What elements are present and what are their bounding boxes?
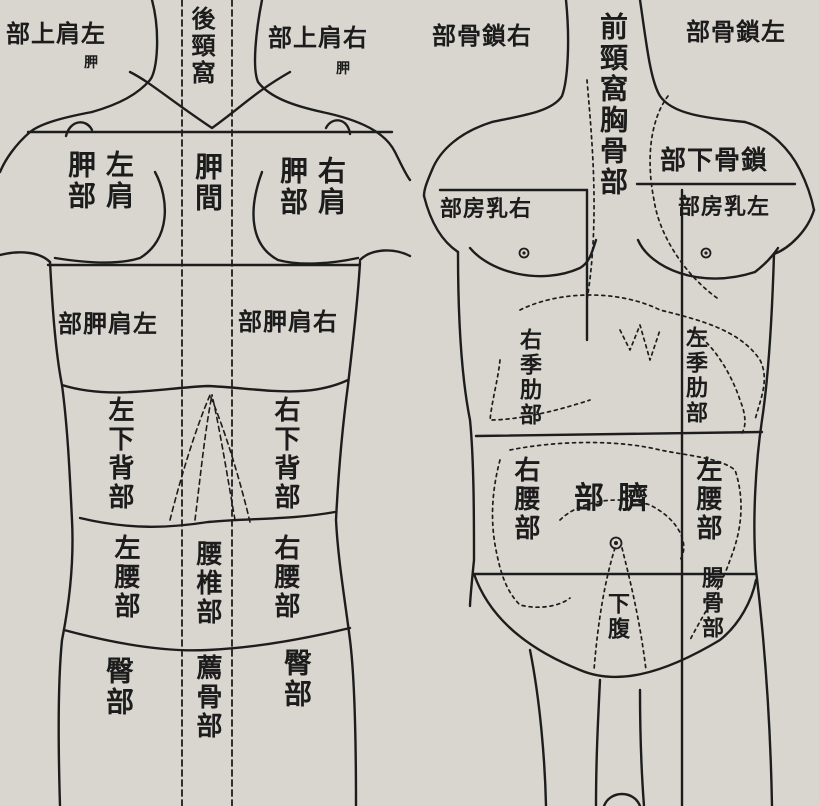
label-right-scapular-col1: 胛部	[276, 156, 309, 218]
label-right-hypochondriac: 右季肋部	[516, 328, 542, 428]
label-right-lower-back: 右下背部	[270, 396, 300, 512]
label-left-scapular-col1: 胛部	[64, 150, 97, 212]
label-left-subscapular: 部胛肩左	[58, 309, 158, 338]
label-left-lumbar-front: 左腰部	[692, 456, 722, 543]
label-right-scapular-col2: 右肩	[314, 156, 347, 218]
label-right-gluteal: 臀部	[280, 648, 313, 710]
label-left-clavicular: 部骨鎖左	[686, 17, 786, 46]
label-left-lumbar: 左腰部	[110, 534, 140, 621]
label-right-upper-shoulder: 部上肩右	[268, 23, 368, 52]
label-left-upper-shoulder-sub: 胛	[84, 55, 99, 71]
label-posterior-neck-fossa: 後頸窩	[187, 6, 216, 87]
navel-marker	[609, 536, 623, 550]
landmark-circles	[518, 247, 712, 550]
front-dotted-regions	[489, 79, 766, 671]
label-left-hypochondriac: 左季肋部	[682, 326, 708, 426]
label-left-scapular-col2: 左肩	[102, 150, 135, 212]
back-figure-outline	[0, 0, 412, 806]
label-infraclavicular: 部下骨鎖	[660, 146, 769, 176]
label-interscapular: 胛間	[191, 152, 224, 214]
label-right-upper-shoulder-sub: 胛	[336, 61, 351, 77]
right-nipple-marker	[518, 247, 530, 259]
label-right-mammary: 部房乳右	[440, 196, 533, 222]
label-right-subscapular: 部胛肩右	[238, 307, 338, 336]
label-left-gluteal: 臀部	[102, 656, 135, 718]
label-right-lumbar-front: 右腰部	[510, 456, 540, 543]
label-left-upper-shoulder: 部上肩左	[6, 19, 106, 48]
label-sacral: 薦骨部	[192, 654, 222, 741]
label-lumbar-vertebra: 腰椎部	[192, 540, 222, 627]
label-iliac: 腸骨部	[698, 566, 724, 641]
label-anterior-neck-sternal: 前頸窩胸骨部	[596, 12, 629, 198]
label-left-lower-back: 左下背部	[104, 396, 134, 512]
label-umbilical: 部臍	[574, 481, 662, 516]
front-figure-outline	[422, 0, 816, 806]
label-right-lumbar: 右腰部	[270, 534, 300, 621]
label-right-clavicular: 部骨鎖右	[432, 21, 532, 50]
label-hypogastric: 下腹	[604, 592, 630, 642]
left-nipple-marker	[700, 247, 712, 259]
label-left-mammary: 部房乳左	[678, 194, 771, 220]
